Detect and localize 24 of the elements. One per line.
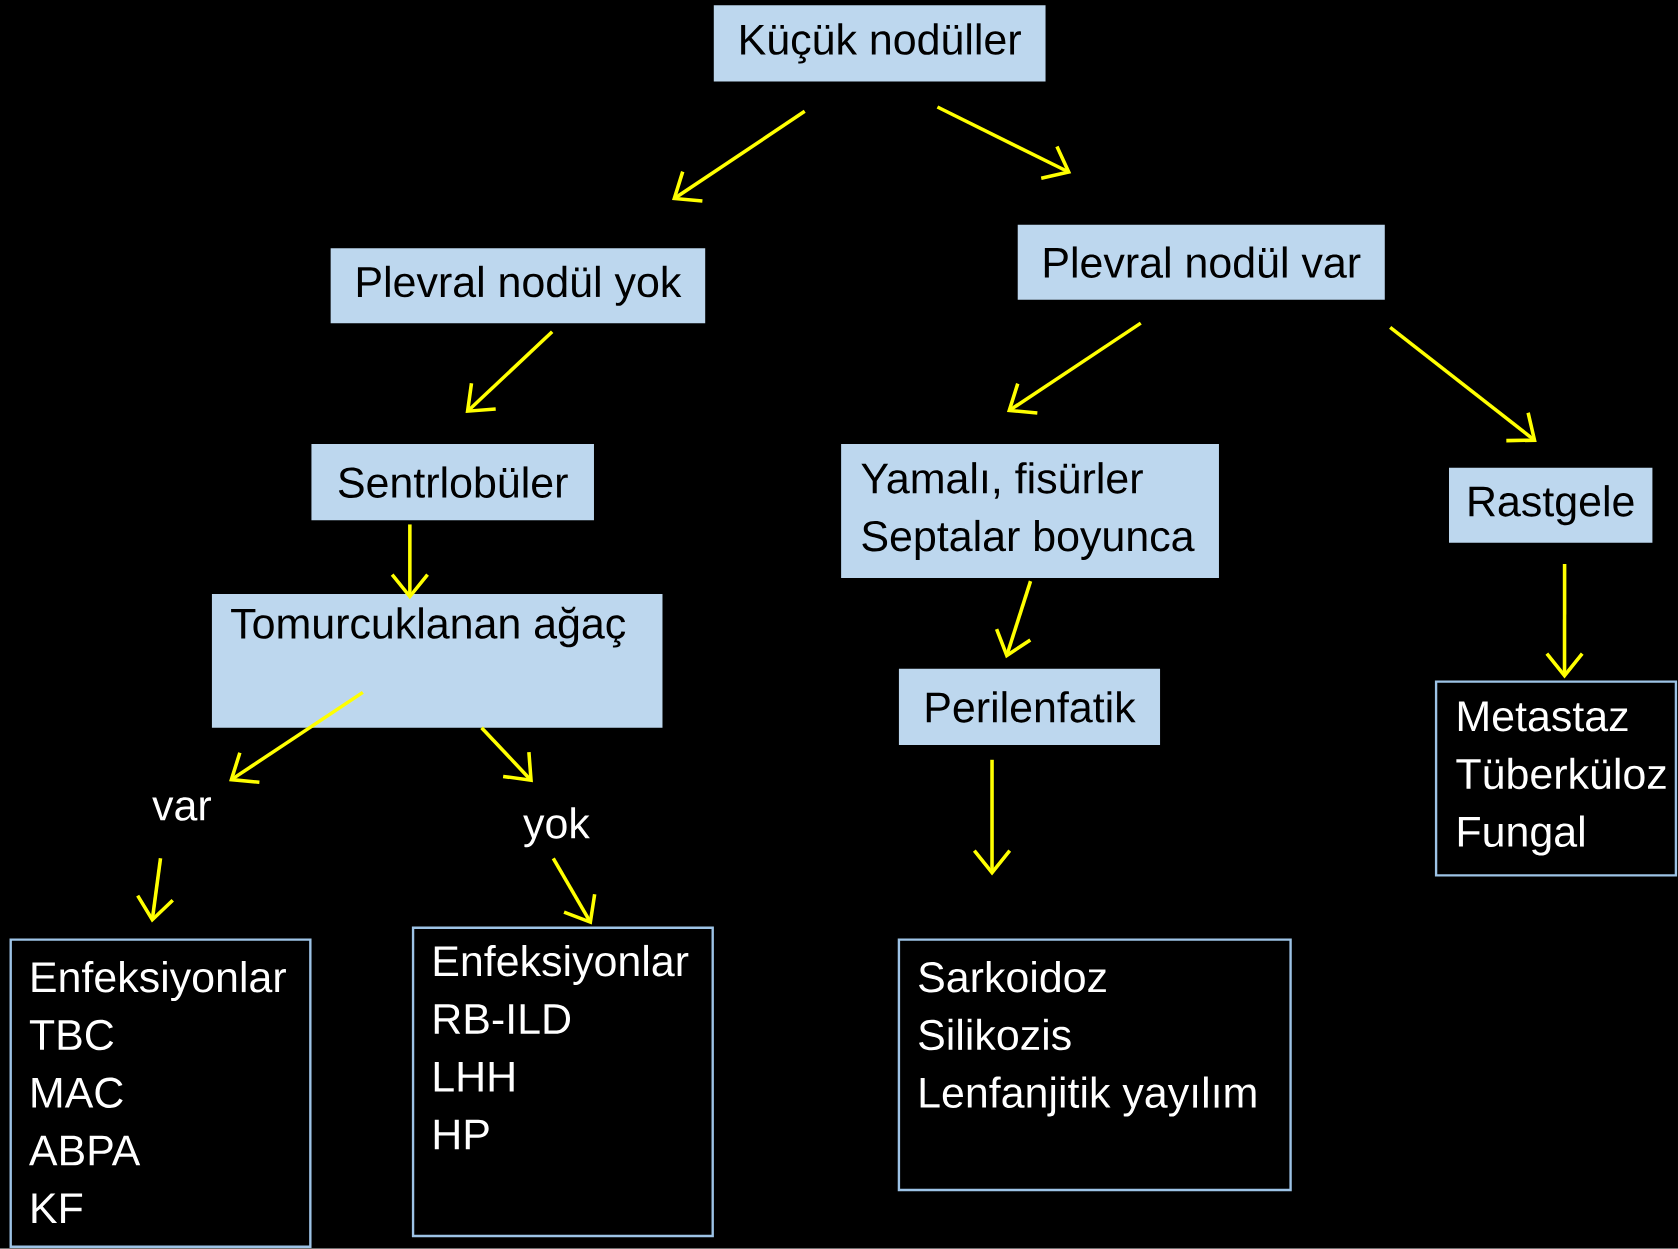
arrow	[994, 580, 1033, 659]
label-box: Sentrlobüler	[311, 444, 594, 521]
list-box: Metastaz Tüberküloz Fungal	[1434, 680, 1678, 877]
list-box: Sarkoidoz Silikozis Lenfanjitik yayılım	[897, 938, 1292, 1192]
label-box: Küçük nodüller	[713, 5, 1046, 82]
label-box: Plevral nodül var	[1017, 224, 1385, 300]
list-box: Enfeksiyonlar RB-ILD LHH HP	[411, 926, 714, 1238]
label-box: Rastgele	[1449, 467, 1653, 543]
arrow	[672, 109, 806, 203]
arrow	[936, 105, 1072, 180]
arrow	[551, 857, 597, 925]
arrow	[1389, 326, 1537, 443]
arrow	[972, 759, 1012, 876]
label-box: Tomurcuklanan ağaç	[211, 594, 663, 728]
label-box: Plevral nodül yok	[330, 248, 706, 324]
branch-label: yok	[523, 807, 590, 848]
label-box: Yamalı, fisürler Septalar boyunca	[841, 444, 1219, 578]
branch-label: var	[152, 797, 211, 821]
label-box: Perilenfatik	[898, 668, 1161, 745]
arrow	[229, 690, 364, 785]
list-box: Enfeksiyonlar TBC MAC ABPA KF	[9, 938, 312, 1248]
arrow	[1545, 564, 1584, 679]
arrow	[465, 330, 554, 414]
arrow	[1006, 321, 1142, 415]
